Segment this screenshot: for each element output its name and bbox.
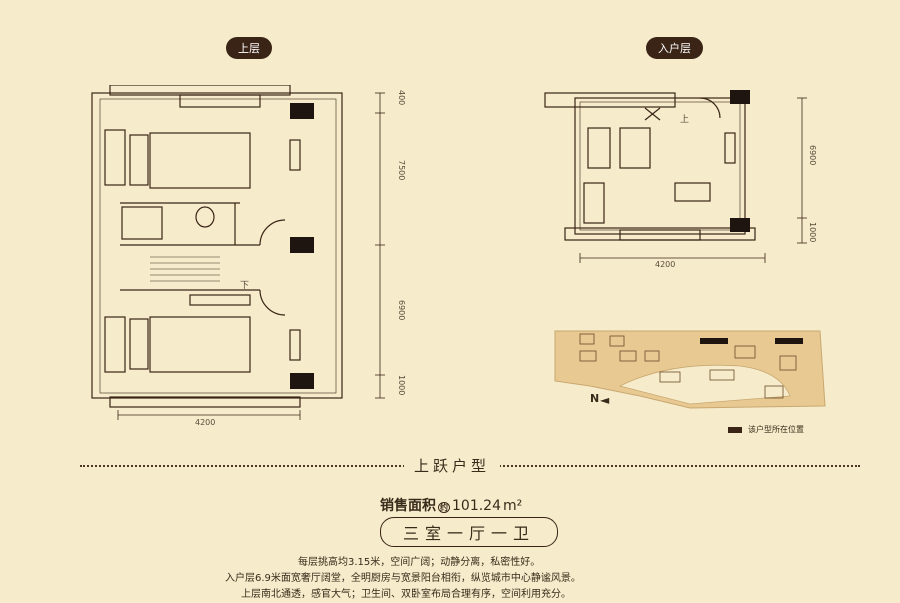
entry-stair-label: 上 [680, 115, 690, 125]
site-legend: 该户型所在位置 [728, 424, 804, 435]
entry-dim-bottom: 1000 [808, 222, 817, 243]
upper-dim-bottom: 1000 [397, 375, 406, 396]
upper-stair-label: 下 [240, 281, 250, 291]
upper-dim-width: 4200 [195, 418, 216, 427]
upper-floor-title: 上层 [226, 37, 272, 59]
upper-floor-plan [91, 85, 385, 420]
description: 每层挑高均3.15米，空间广阔；动静分离，私密性好。 入户层6.9米面宽奢厅阔堂… [225, 555, 785, 603]
unit-type-title: 上跃户型 [404, 455, 501, 476]
site-plan-map [554, 330, 826, 409]
legend-swatch-icon [728, 426, 742, 433]
legend-text: 该户型所在位置 [748, 425, 804, 434]
north-label: N [590, 392, 600, 405]
upper-dim-mid: 7500 [397, 160, 406, 181]
desc-line-3: 上层南北通透，感官大气；卫生间、双卧室布局合理有序，空间利用充分。 [241, 589, 571, 600]
desc-line-2: 入户层6.9米面宽奢厅阔堂，全明厨房与宽景阳台相衔，纵览城市中心静谧风景。 [225, 573, 581, 584]
entry-floor-plan [544, 90, 807, 263]
area-about: 约 [438, 502, 450, 513]
desc-line-1: 每层挑高均3.15米，空间广阔；动静分离，私密性好。 [298, 557, 541, 568]
entry-dim-width: 4200 [655, 260, 676, 269]
north-arrow-icon: ◄ [600, 393, 610, 407]
upper-dim-top: 400 [397, 90, 406, 106]
area-unit: m² [503, 498, 523, 514]
upper-dim-lower: 6900 [397, 300, 406, 321]
area-label: 销售面积 [380, 498, 436, 514]
entry-dim-height: 6900 [808, 145, 817, 166]
layout-box: 三室一厅一卫 [380, 517, 559, 547]
area-value: 101.24 [452, 498, 501, 514]
entry-floor-title: 入户层 [646, 37, 703, 59]
